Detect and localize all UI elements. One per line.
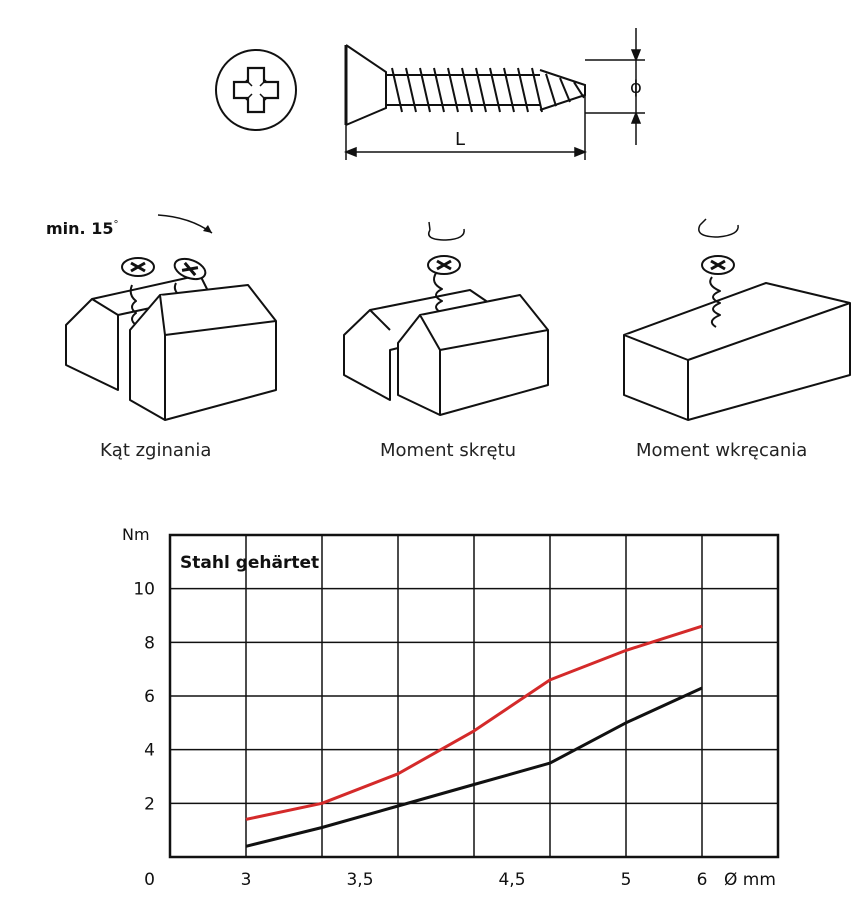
caption-bend-angle: Kąt zginania [100, 440, 212, 461]
diameter-label: ϕ [630, 77, 642, 98]
y-tick-label: 6 [144, 687, 155, 707]
screw-side-view [344, 44, 586, 126]
bend-test-illustration [65, 253, 277, 421]
screw-in-test-illustration [623, 254, 851, 421]
thread-line [475, 67, 487, 113]
rotation-arrow-icon [428, 228, 465, 241]
thread-line [517, 67, 529, 113]
chart-title: Stahl gehärtet [180, 553, 319, 573]
length-label: L [455, 129, 465, 150]
x-axis-unit: Ø mm [724, 870, 776, 890]
thread-line [461, 67, 473, 113]
x-tick-label: 3,5 [346, 870, 373, 890]
bend-angle-value: min. 15 [46, 219, 114, 238]
thread-line [489, 67, 501, 113]
y-tick-label: 2 [144, 794, 155, 814]
y-tick-label: 8 [144, 633, 155, 653]
thread-line [531, 67, 543, 113]
black-series-line [245, 686, 703, 848]
thread-line [447, 67, 459, 113]
thread-line [433, 67, 445, 113]
x-tick-label: 6 [697, 870, 708, 890]
thread-line [573, 81, 585, 99]
thread-line [405, 67, 417, 113]
torsion-test-illustration [343, 254, 549, 416]
x-tick-label: 5 [621, 870, 632, 890]
diameter-dimension [585, 28, 645, 145]
thread-line [559, 77, 571, 103]
x-tick-label: 3 [241, 870, 252, 890]
y-tick-label: 4 [144, 741, 155, 761]
length-dimension [343, 95, 588, 160]
thread-line [391, 67, 403, 113]
thread-line [419, 67, 431, 113]
thread-line [503, 67, 515, 113]
y-tick-label: 10 [133, 580, 155, 600]
caption-screw-in-moment: Moment wkręcania [636, 440, 808, 461]
screw-technical-drawing: L ϕ [215, 28, 645, 160]
rotation-arrow-2-icon [698, 224, 739, 238]
y-axis-unit: Nm [122, 525, 150, 544]
degree-sign: ° [113, 219, 119, 231]
bend-angle-label: min. 15° [46, 219, 118, 238]
caption-torsion-moment: Moment skrętu [380, 440, 517, 461]
pozidriv-head-icon [215, 49, 297, 131]
thread-line [545, 73, 557, 107]
x-tick-label: 4,5 [498, 870, 525, 890]
test-illustrations [65, 214, 851, 421]
red-series-line [245, 624, 703, 821]
y-tick-label: 0 [144, 870, 155, 890]
